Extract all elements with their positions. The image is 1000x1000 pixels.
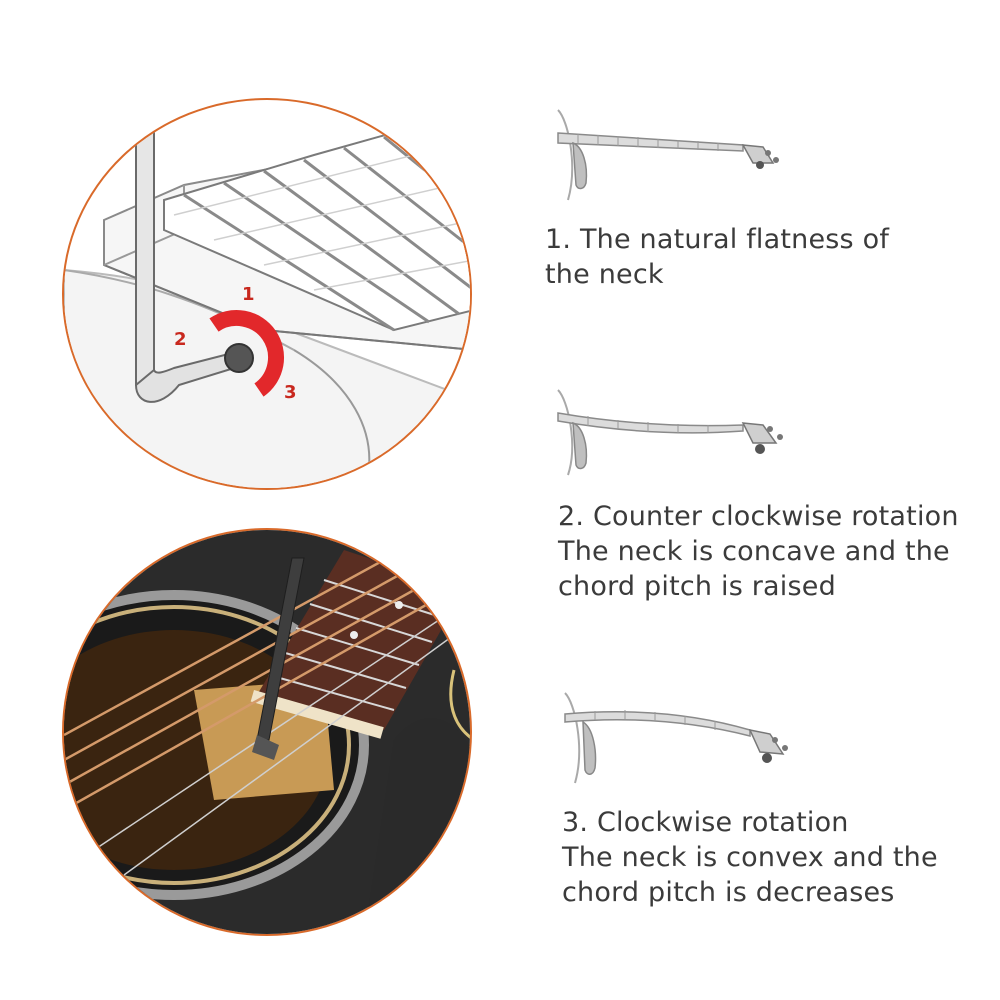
soundhole-drawing: [64, 530, 470, 934]
rotation-label-1: 1: [242, 284, 255, 305]
neck-flat-figure: [557, 109, 779, 201]
caption-line: The neck is concave and the: [558, 536, 950, 567]
truss-rod-drawing: 1 2 3: [64, 110, 470, 488]
caption-line: 1. The natural flatness of: [545, 224, 890, 255]
rotation-label-2: 2: [174, 329, 187, 350]
rotation-label-3: 3: [284, 382, 297, 403]
guitar-soundhole-photo: [62, 528, 472, 936]
caption-line: 2. Counter clockwise rotation: [558, 501, 959, 532]
caption-natural-flatness: 1. The natural flatness of the neck: [545, 222, 889, 292]
caption-line: 3. Clockwise rotation: [562, 807, 849, 838]
caption-line: chord pitch is raised: [558, 571, 836, 602]
caption-clockwise: 3. Clockwise rotation The neck is convex…: [562, 805, 938, 910]
neck-concave-figure: [557, 389, 783, 476]
neck-convex-figure: [564, 692, 788, 784]
truss-rod-illustration: 1 2 3: [62, 98, 472, 490]
caption-counter-clockwise: 2. Counter clockwise rotation The neck i…: [558, 499, 959, 604]
caption-line: The neck is convex and the: [562, 842, 938, 873]
caption-line: the neck: [545, 259, 664, 290]
caption-line: chord pitch is decreases: [562, 877, 895, 908]
